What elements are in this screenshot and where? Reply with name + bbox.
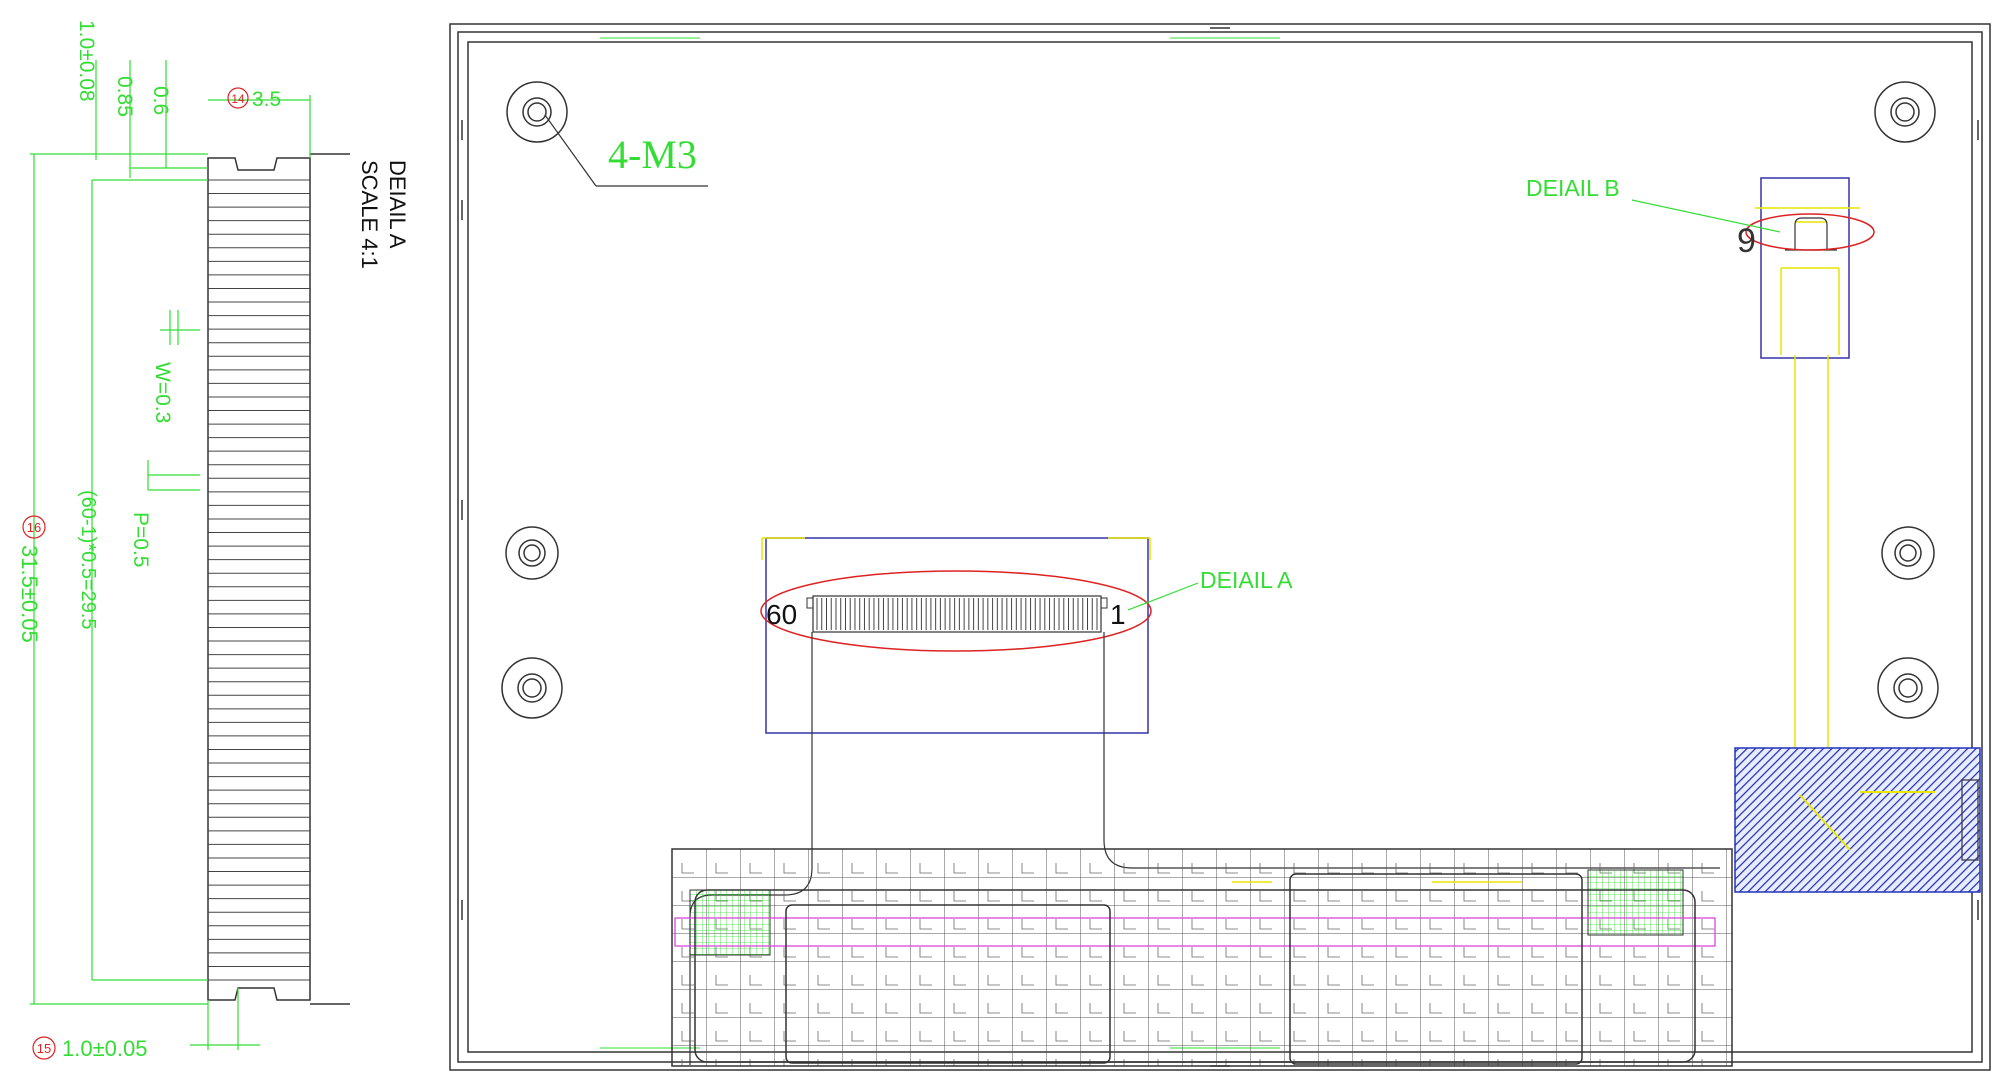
width-marker-number: 14	[231, 92, 245, 106]
detail-b-callout-label: DEIAIL B	[1526, 175, 1620, 201]
connector-pins	[208, 179, 310, 981]
hole-top-right	[1874, 81, 1936, 143]
detail-b: 9 DEIAIL B	[1526, 175, 1875, 748]
dim-pitch: P=0.5	[129, 512, 152, 567]
hole-label: 4-M3	[608, 132, 697, 177]
hatched-block-marks	[1799, 791, 1935, 851]
pin-label-60: 60	[766, 599, 797, 630]
detail-b-callout	[1745, 213, 1875, 251]
hole-low-left	[501, 657, 563, 719]
dim-085: 0.85	[113, 76, 136, 117]
mounting-holes	[501, 81, 1939, 719]
width-marker-circle	[227, 87, 249, 109]
dim-bottom: 1.0±0.05	[62, 1036, 147, 1061]
dim-width: 3.5	[252, 88, 281, 111]
connector-outline	[207, 153, 350, 1005]
overall-marker-number: 16	[27, 520, 41, 535]
detail-a-callout	[760, 570, 1152, 652]
detail-a-callout-label: DEIAIL A	[1200, 567, 1293, 593]
main-view: 4-M3 9 DEIAIL B	[449, 23, 1991, 1071]
dim-06: 0.6	[149, 86, 172, 115]
dim-span: (60-1)*0.5=29.5	[77, 490, 99, 630]
detail-a-scale: SCALE 4:1	[357, 160, 382, 269]
hatched-block	[1734, 747, 1981, 893]
hole-low-right	[1877, 657, 1939, 719]
hole-leader	[544, 114, 708, 187]
dimension-lines	[30, 60, 311, 1050]
pcb-grid-area	[671, 848, 1733, 1067]
hole-mid-right	[1881, 526, 1935, 580]
bottom-marker-number: 15	[37, 1041, 51, 1056]
main-connector-pins	[816, 598, 1098, 630]
detail-a-title: DEIAIL A	[385, 160, 410, 249]
bottom-marker-circle	[32, 1036, 56, 1060]
detail-a-view: 1.0±0.08 0.85 0.6 14 3.5 W=0.3 P=0.5 (60…	[17, 20, 410, 1061]
dim-pin-width: W=0.3	[151, 362, 174, 423]
hole-top-left	[506, 81, 568, 143]
overall-marker-circle	[22, 515, 46, 539]
dim-top-thickness: 1.0±0.08	[75, 20, 98, 102]
hole-mid-left	[505, 526, 559, 580]
detail-b-pin-label: 9	[1737, 222, 1756, 260]
dim-overall: 31.5±0.05	[17, 545, 42, 643]
pin-label-1: 1	[1110, 599, 1126, 630]
